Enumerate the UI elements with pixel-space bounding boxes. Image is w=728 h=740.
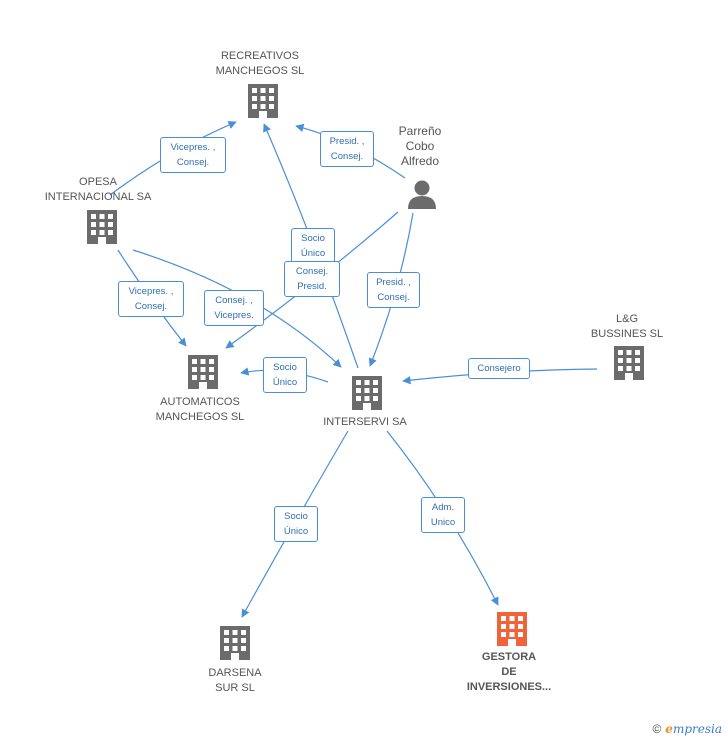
edge-label-person-automaticos: Consej. Presid.: [284, 261, 340, 297]
building-icon-lg[interactable]: [614, 346, 644, 380]
node-label-lg: L&G BUSSINES SL: [590, 313, 664, 340]
building-icon-gestora[interactable]: [497, 612, 527, 646]
edge-label-interservi-darsena: Socio Único: [274, 506, 318, 542]
node-label-person[interactable]: Parreño Cobo Alfredo: [398, 124, 442, 168]
person-icon[interactable]: [408, 180, 436, 210]
edge-label-opesa-recreativos: Vicepres. , Consej.: [160, 137, 226, 173]
node-label-automaticos: AUTOMATICOS MANCHEGOS SL: [155, 396, 245, 423]
edge-label-person-recreativos: Presid. , Consej.: [320, 131, 374, 167]
edge-label-interservi-automaticos: Socio Único: [263, 357, 307, 393]
edge-label-opesa-automaticos: Vicepres. , Consej.: [118, 281, 184, 317]
copyright-icon: ©: [652, 722, 662, 736]
building-icon-recreativos[interactable]: [248, 84, 278, 118]
node-label-opesa: OPESA INTERNACIONAL SA: [44, 176, 152, 203]
edge-label-person-interservi: Presid. , Consej.: [367, 272, 420, 308]
node-label-interservi: INTERSERVI SA: [323, 416, 407, 428]
building-icon-opesa[interactable]: [87, 210, 117, 244]
building-icon-automaticos[interactable]: [188, 355, 218, 389]
footer-brand: © empresia: [652, 722, 722, 736]
node-label-recreativos: RECREATIVOS MANCHEGOS SL: [215, 50, 305, 77]
edge-label-interservi-gestora: Adm. Unico: [421, 497, 465, 533]
edge-label-interservi-recreativos: Socio Único: [291, 228, 335, 264]
node-label-gestora[interactable]: GESTORA DE INVERSIONES...: [466, 651, 552, 693]
edge-label-lg-interservi: Consejero: [468, 358, 530, 379]
node-label-darsena: DARSENA SUR SL: [208, 667, 262, 694]
edge-label-opesa-interservi: Consej. , Vicepres.: [204, 290, 264, 326]
building-icon-interservi[interactable]: [352, 376, 382, 410]
brand-logo: empresia: [665, 722, 722, 736]
building-icon-darsena[interactable]: [220, 626, 250, 660]
